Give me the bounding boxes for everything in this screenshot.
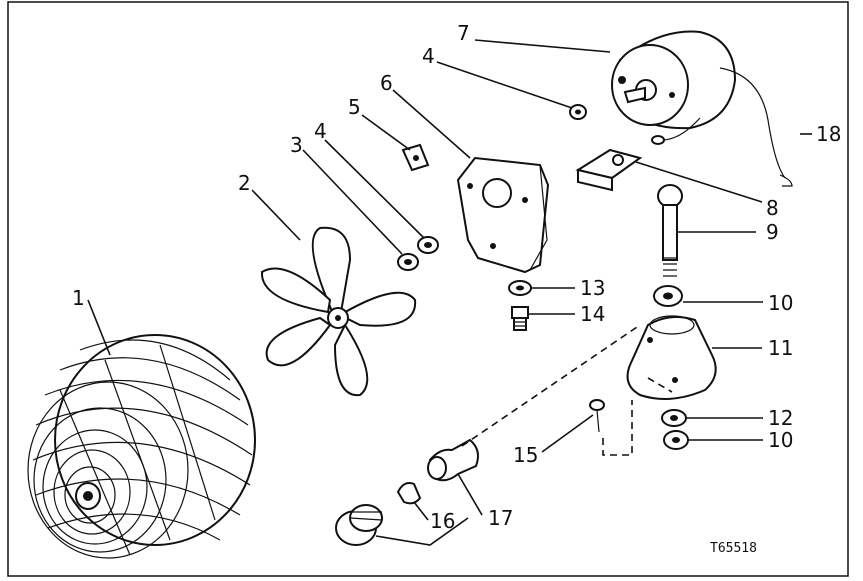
callout-10-upper: 10 — [768, 291, 793, 315]
stud-9-part — [657, 184, 683, 277]
fan-guard-part — [27, 334, 256, 559]
assembly-line-screw — [602, 400, 633, 456]
nut-10-upper-part — [653, 285, 683, 307]
mounting-bracket-6-part — [456, 156, 550, 274]
lamp-16-part — [396, 482, 422, 505]
callout-4-lower: 4 — [314, 119, 327, 143]
callout-8: 8 — [766, 196, 779, 220]
callout-11: 11 — [768, 336, 793, 360]
washer-4-upper-part — [569, 104, 587, 120]
washer-13-part — [508, 280, 532, 296]
callout-18: 18 — [816, 122, 841, 146]
clip-5-part — [401, 143, 430, 172]
callout-2: 2 — [238, 171, 251, 195]
figure-id: T65518 — [710, 541, 757, 556]
callout-5: 5 — [348, 95, 361, 119]
assembly-line-socket — [461, 324, 641, 447]
diagram-frame — [7, 1, 849, 577]
hex-nut-3-part — [397, 253, 419, 271]
callout-1: 1 — [72, 286, 85, 310]
leader-lines — [87, 39, 812, 546]
callout-15: 15 — [513, 443, 538, 467]
callout-9: 9 — [766, 220, 779, 244]
callout-10-lower: 10 — [768, 428, 793, 452]
lamp-socket-17-part — [427, 438, 479, 482]
fan-blade-part — [260, 226, 417, 397]
screw-14-part — [511, 306, 529, 331]
washer-12-part — [661, 409, 687, 427]
callout-13: 13 — [580, 276, 605, 300]
motor-7-part — [611, 30, 793, 187]
callout-4-upper: 4 — [422, 44, 435, 68]
callout-6: 6 — [380, 71, 393, 95]
callout-12: 12 — [768, 406, 793, 430]
base-housing-11-part — [626, 315, 717, 400]
callout-3: 3 — [290, 133, 303, 157]
nut-10-lower-part — [663, 430, 689, 450]
lens-cap-17-part — [335, 504, 383, 546]
assembly-line-housing — [647, 377, 673, 393]
bracket-8-part — [575, 148, 643, 192]
washer-4-lower-part — [417, 236, 439, 254]
callout-16: 16 — [430, 509, 455, 533]
callout-7: 7 — [457, 21, 470, 45]
callout-14: 14 — [580, 302, 605, 326]
screw-15-part — [589, 399, 605, 433]
callout-17: 17 — [488, 506, 513, 530]
